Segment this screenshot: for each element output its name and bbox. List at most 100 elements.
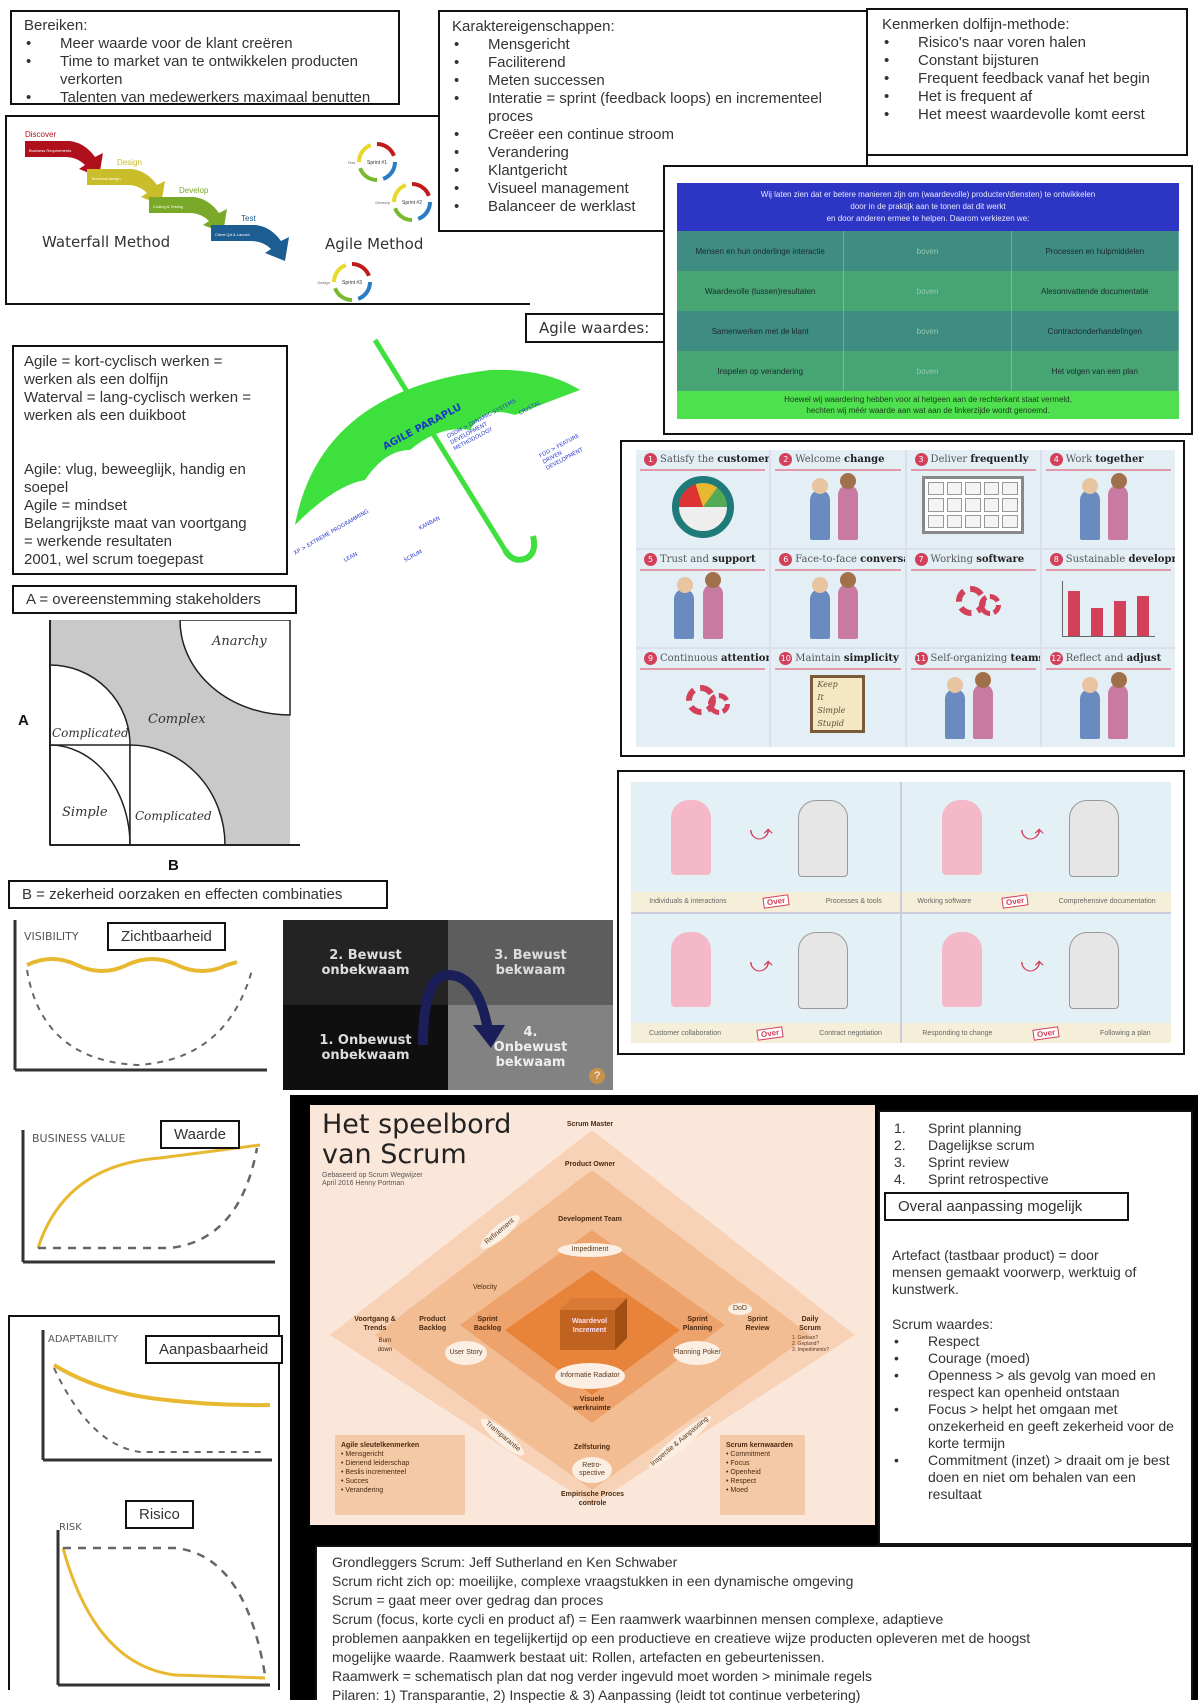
value-left: Customer collaboration [649, 1029, 721, 1037]
note-title: Scrum kernwaarden [726, 1442, 793, 1449]
scrum-board: Het speelbord van Scrum Gebaseerd op Scr… [310, 1105, 875, 1525]
note-line: werken als een duikboot [24, 407, 186, 424]
scrum-board-subtitle: Gebaseerd op Scrum Wegwijzer April 2016 … [322, 1172, 423, 1188]
visibility-chart: VISIBILITY Zichtbaarheid [12, 920, 272, 1080]
list-item: Verandering [452, 144, 854, 162]
agile-notes-box: Agile = kort-cyclisch werken = werken al… [12, 345, 288, 575]
principle-number: 11 [914, 652, 928, 666]
sprint-label: Sprint #1 [367, 160, 387, 166]
principle-bold: development [1128, 553, 1175, 565]
umbrella-method: KANBAN [418, 516, 441, 532]
user-story-label: User Story [445, 1341, 487, 1365]
axis-label: RISK [59, 1522, 82, 1533]
axis-b-label: B [168, 857, 179, 874]
increment-label: Waardevol Increment [571, 1318, 608, 1334]
note-item: Verandering [341, 1486, 459, 1495]
principle-light: Sustainable [1065, 553, 1126, 565]
agile-line [36, 1143, 261, 1249]
scrum-diamond [330, 1130, 855, 1505]
people-illustration-icon [1080, 489, 1101, 540]
daily-scrum-label: Daily Scrum [799, 1316, 821, 1332]
manifesto-footer: Hoewel wij waardering hebben voor al het… [677, 391, 1179, 419]
curve-label: Risico [125, 1500, 194, 1529]
people-illustration-icon [809, 589, 830, 640]
waterfall-arrow-icon [25, 141, 103, 177]
quadrant-2: 2. Bewust onbekwaam [283, 920, 448, 1005]
list-item: Klantgericht [452, 162, 854, 180]
principle-number: 9 [644, 652, 657, 666]
scrum-value-item: Courage (moed) [892, 1350, 1179, 1367]
scrum-board-title: Het speelbord van Scrum [322, 1110, 511, 1170]
left-figure-icon [671, 800, 712, 875]
umbrella-method: FDD > FEATURE DRIVEN DEVELOPMENT [538, 433, 585, 472]
bereiken-box: Bereiken: Meer waarde voor de klant creë… [10, 10, 400, 107]
principle-light: Trust and [660, 553, 710, 565]
list-item: Meten successen [452, 72, 854, 90]
kiss-line: It [817, 693, 824, 703]
people-illustration-icon [674, 589, 695, 640]
principle-number: 8 [1049, 552, 1063, 566]
quadrant-label: 4. Onbewust bekwaam [493, 1025, 568, 1070]
competence-quadrant: 2. Bewust onbekwaam 3. Bewust bekwaam 1.… [283, 920, 613, 1090]
umbrella-handle [502, 535, 538, 563]
summary-line: Scrum richt zich op: moeilijke, complexe… [332, 1573, 854, 1589]
list-item: Visueel management [452, 180, 854, 198]
value-right: Comprehensive documentation [1058, 898, 1156, 905]
manifesto-cell-mid: boven [844, 271, 1012, 311]
anarchy-zone [179, 620, 291, 716]
curve-label: Waarde [160, 1120, 240, 1149]
zone-label: Complicated [52, 726, 129, 740]
right-figure-icon [1068, 800, 1119, 877]
role-product-owner: Product Owner [564, 1161, 616, 1168]
principle-illustration [646, 572, 759, 642]
over-badge: Over [756, 1025, 784, 1041]
adaptability-curves: ADAPTABILITY [41, 1330, 272, 1462]
title-line: Het speelbord [322, 1109, 512, 1140]
artefact-line: kunstwerk. [892, 1281, 959, 1297]
kiss-line: Keep [817, 680, 838, 690]
note-item: Commitment [726, 1450, 799, 1459]
principle-light: Maintain [795, 653, 841, 665]
karakter-box: Karaktereigenschappen: MensgerichtFacili… [438, 10, 868, 232]
dod-label: DoD [728, 1303, 752, 1315]
manifesto-cell-right: Contractonderhandelingen [1012, 311, 1179, 351]
manifesto-cell-mid: boven [844, 231, 1012, 271]
daily-question: 3. Impediments? [792, 1347, 829, 1353]
manifesto-footer-line: Hoewel wij waardering hebben voor al het… [784, 395, 1072, 404]
principle-bold: teams [1010, 653, 1040, 665]
waterfall-line [63, 1546, 267, 1676]
note-line: werken als een dolfijn [24, 371, 169, 388]
principle-number: 3 [914, 453, 928, 466]
left-figure-icon [942, 800, 983, 875]
right-figure-icon [797, 800, 848, 877]
umbrella-shaft [372, 338, 508, 552]
left-figure-icon [671, 931, 712, 1007]
daily-questions: 1. Gedaan? 2. Gepland? 3. Impediments? [792, 1335, 829, 1353]
over-badge: Over [1032, 1025, 1060, 1041]
umbrella-canopy [295, 369, 580, 525]
agile-umbrella-graphic: AGILE PARAPLU XP > EXTREME PROGRAMMING K… [293, 338, 585, 564]
manifesto-cell-left: Mensen en hun onderlinge interactie [677, 231, 845, 271]
subtitle-line: April 2016 Henny Portman [322, 1180, 405, 1187]
info-radiator-label: Informatie Radiator [555, 1363, 625, 1389]
principle-number: 6 [779, 552, 793, 566]
agile-title: Agile Method [325, 235, 423, 253]
umbrella-method: LEAN [343, 552, 359, 564]
stakeholders-label: A = overeenstemming stakeholders [12, 585, 297, 614]
list-item: Het is frequent af [882, 88, 1172, 106]
note-line: Agile = mindset [24, 497, 127, 514]
event-item: Sprint retrospective [892, 1171, 1179, 1188]
